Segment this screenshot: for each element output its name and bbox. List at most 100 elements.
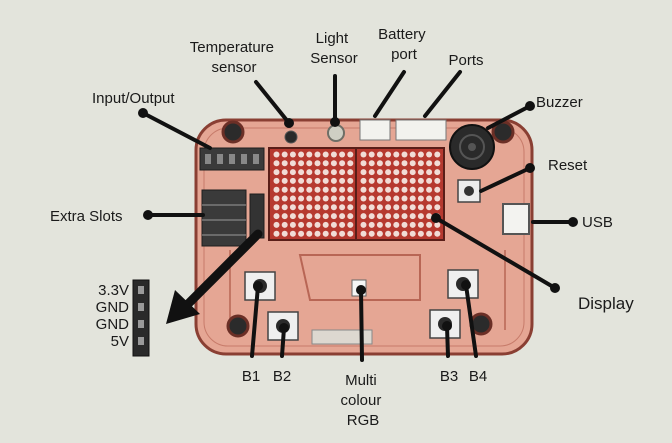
led-dot (289, 195, 296, 202)
led-dot (409, 169, 416, 176)
led-dot (281, 213, 288, 220)
led-dot (314, 177, 321, 184)
label-battery-port: Battery port (378, 26, 430, 63)
led-dot (347, 204, 354, 211)
label-b1: B1 (242, 368, 260, 385)
led-dot (385, 186, 392, 193)
led-dot (417, 195, 424, 202)
led-dot (434, 221, 441, 228)
led-dot (401, 160, 408, 167)
led-dot (330, 151, 337, 158)
led-dot (376, 186, 383, 193)
led-dot (306, 160, 313, 167)
temperature-sensor-chip (284, 130, 298, 144)
led-dot (426, 213, 433, 220)
led-dot (298, 213, 305, 220)
led-dot (314, 230, 321, 237)
led-dot (322, 204, 329, 211)
led-dot (281, 221, 288, 228)
led-dot (368, 186, 375, 193)
buzzer-component (449, 124, 495, 170)
led-dot (385, 151, 392, 158)
led-dot (368, 230, 375, 237)
led-dot (417, 177, 424, 184)
led-dot (298, 151, 305, 158)
led-dot (339, 230, 346, 237)
led-dot (289, 186, 296, 193)
label-buzzer: Buzzer (536, 94, 583, 111)
pointer-rgb (359, 288, 364, 362)
led-dot (330, 195, 337, 202)
led-dot (368, 151, 375, 158)
led-dot (273, 169, 280, 176)
led-dot (322, 221, 329, 228)
led-dot (393, 160, 400, 167)
led-dot (385, 230, 392, 237)
led-dot (417, 221, 424, 228)
led-dot (360, 186, 367, 193)
led-dot (426, 204, 433, 211)
led-dot (393, 151, 400, 158)
led-dot (289, 160, 296, 167)
header-arrow (166, 229, 263, 324)
led-dot (409, 186, 416, 193)
led-dot (347, 195, 354, 202)
led-dot (426, 221, 433, 228)
led-dot (281, 169, 288, 176)
led-dot (401, 195, 408, 202)
led-dot (306, 186, 313, 193)
led-dot (401, 177, 408, 184)
led-dot (339, 221, 346, 228)
led-dot (314, 151, 321, 158)
led-dot (281, 160, 288, 167)
led-dot (330, 213, 337, 220)
led-dot (347, 169, 354, 176)
led-dot (339, 160, 346, 167)
led-dot (426, 151, 433, 158)
pointer-input-output (141, 111, 212, 150)
pointer-buzzer (486, 104, 532, 130)
led-dot (360, 177, 367, 184)
led-dot (298, 186, 305, 193)
led-dot (289, 177, 296, 184)
board-trace (298, 254, 421, 301)
led-dot (426, 160, 433, 167)
led-dot (417, 151, 424, 158)
led-dot (314, 169, 321, 176)
led-dot (393, 177, 400, 184)
input-output-header (199, 147, 265, 171)
led-dot (281, 230, 288, 237)
led-dot (393, 195, 400, 202)
led-dot (298, 160, 305, 167)
led-dot (393, 230, 400, 237)
led-dot (417, 186, 424, 193)
usb-connector (502, 203, 530, 235)
led-dot (368, 213, 375, 220)
pointer-battery (373, 70, 406, 118)
led-dot (306, 195, 313, 202)
led-dot (434, 177, 441, 184)
led-dot (289, 213, 296, 220)
led-dot (298, 221, 305, 228)
led-dot (306, 221, 313, 228)
led-dot (434, 186, 441, 193)
led-dot (314, 160, 321, 167)
pointer-display (434, 216, 557, 290)
pin-label: GND (96, 299, 130, 316)
led-dot (360, 169, 367, 176)
led-dot (360, 151, 367, 158)
led-dot (314, 186, 321, 193)
mounting-hole (226, 314, 250, 338)
led-dot (376, 213, 383, 220)
led-dot (273, 177, 280, 184)
led-dot (409, 221, 416, 228)
led-dot (393, 221, 400, 228)
led-dot (393, 213, 400, 220)
led-dot (393, 186, 400, 193)
led-dot (273, 151, 280, 158)
led-dot (368, 195, 375, 202)
battery-port-connector (359, 119, 391, 141)
pointer-reset (479, 166, 532, 193)
led-dot (385, 195, 392, 202)
led-dot (306, 169, 313, 176)
